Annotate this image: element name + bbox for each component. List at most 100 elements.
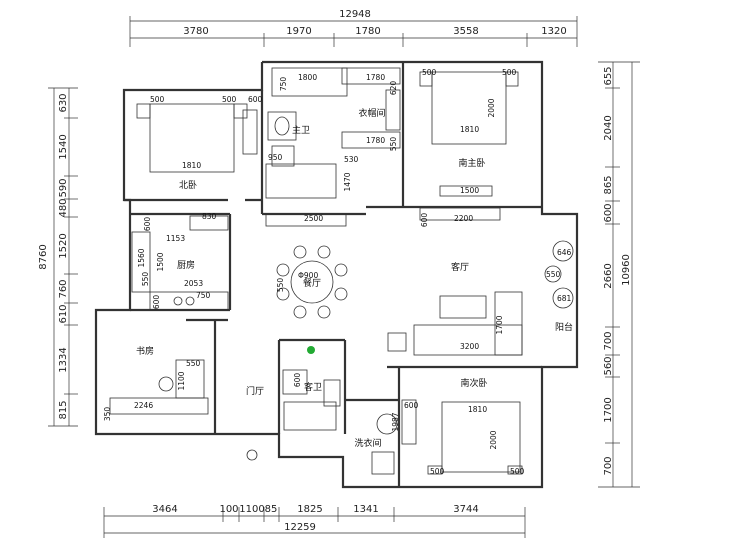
right-dim-6: 700 (603, 331, 614, 350)
bottom-dim-6: 1341 (353, 504, 378, 515)
top-dim-2: 1970 (286, 26, 311, 37)
second-bedroom-wardrobe (401, 399, 417, 445)
second-nightstand-right (507, 465, 523, 475)
master-bath-tub (271, 67, 348, 97)
room-label-guest-bath: 客卫 (304, 381, 322, 393)
north-bedroom-wardrobe (242, 109, 258, 155)
label-mb-1800: 1800 (298, 73, 317, 82)
top-dim-4: 3558 (453, 26, 478, 37)
top-total-dim: 12948 (339, 9, 371, 20)
label-ms-bed-l: 2000 (487, 98, 496, 117)
right-dim-7: 560 (603, 356, 614, 375)
closet-shelf-side (385, 89, 401, 131)
label-st-550: 550 (186, 359, 201, 368)
master-bedroom-bed (431, 71, 507, 145)
guest-bath-toilet (323, 379, 341, 407)
left-total-dim: 8760 (38, 244, 49, 269)
room-label-master-bath: 主卫 (292, 124, 310, 136)
label-gb-600: 600 (293, 373, 302, 388)
label-bal-a: 646 (557, 248, 572, 257)
balcony-table (544, 265, 562, 283)
study-desk (109, 397, 209, 415)
guest-bath-vanity (282, 369, 308, 395)
nightstand-left (136, 103, 151, 119)
bottom-dim-3: 1100 (239, 504, 264, 515)
label-st-2246: 2246 (134, 401, 153, 410)
room-labels: 北卧 主卫 衣帽间 南主卧 厨房 餐厅 客厅 阳台 书房 门厅 客卫 南次卧 洗… (136, 107, 573, 449)
label-cl-1780b: 1780 (366, 136, 385, 145)
plant-icon (307, 346, 315, 354)
study-chair (158, 376, 174, 392)
right-total-dim: 10960 (621, 254, 632, 286)
room-label-foyer: 门厅 (246, 385, 264, 397)
left-dim-9: 815 (58, 400, 69, 419)
entry-person-icon (246, 449, 258, 461)
label-mb-750: 750 (279, 77, 288, 92)
second-nightstand-left (427, 465, 443, 475)
label-hall-2200: 2200 (454, 214, 473, 223)
label-nb-600: 600 (248, 95, 263, 104)
label-st-1100: 1100 (177, 371, 186, 390)
guest-bath-shower (283, 401, 337, 431)
label-mb-950: 950 (268, 153, 283, 162)
room-label-balcony: 阳台 (555, 321, 573, 333)
right-dimensions: 10960 655 2040 865 600 2660 700 560 1700… (598, 61, 640, 488)
room-label-master-bedroom: 南主卧 (458, 157, 485, 169)
left-dim-6: 760 (58, 279, 69, 298)
dining-chair-2 (317, 245, 331, 259)
washing-machine (371, 451, 395, 475)
label-bal-c: 681 (557, 294, 572, 303)
top-dim-5: 1320 (541, 26, 566, 37)
stove-burner-1 (173, 296, 183, 306)
top-dim-1: 3780 (183, 26, 208, 37)
label-k-600a: 600 (143, 217, 152, 232)
label-nb-side-r: 500 (222, 95, 237, 104)
right-dim-3: 865 (603, 175, 614, 194)
bottom-total-dim: 12259 (284, 522, 316, 533)
stove-burner-2 (185, 296, 195, 306)
bottom-dim-4: 85 (265, 504, 278, 515)
room-label-closet: 衣帽间 (358, 107, 385, 119)
label-nb-side-l: 500 (150, 95, 165, 104)
kitchen-counter-bottom (149, 291, 229, 311)
label-mb-530: 530 (344, 155, 359, 164)
label-k-1560: 1560 (137, 248, 146, 267)
left-dimensions: 8760 630 1540 590 480 1520 760 610 1334 … (38, 87, 78, 427)
left-dim-1: 630 (58, 93, 69, 112)
label-k-550: 550 (141, 272, 150, 287)
label-cl-550: 550 (389, 137, 398, 152)
room-label-north-bedroom: 北卧 (179, 179, 197, 191)
left-dim-3: 590 (58, 178, 69, 197)
label-cl-620: 620 (389, 81, 398, 96)
top-dim-3: 1780 (355, 26, 380, 37)
label-ms-bed-w: 1810 (460, 125, 479, 134)
closet-shelf-bottom (341, 131, 401, 149)
room-label-laundry: 洗衣间 (354, 437, 381, 449)
bottom-dim-1: 3464 (152, 504, 177, 515)
dining-chair-1 (293, 245, 307, 259)
label-ms-500a: 500 (422, 68, 437, 77)
closet-shelf-top (341, 67, 401, 85)
label-liv-1700: 1700 (495, 315, 504, 334)
top-dimensions: 12948 3780 1970 1780 3558 1320 (129, 9, 578, 47)
bottom-dim-2: 100 (219, 504, 238, 515)
label-ld-600: 600 (404, 401, 419, 410)
label-ms-500b: 500 (502, 68, 517, 77)
nightstand-right (233, 103, 248, 119)
label-din-table: Φ900 (298, 271, 318, 280)
label-hall-2500: 2500 (304, 214, 323, 223)
right-dim-2: 2040 (603, 115, 614, 140)
label-sb-bed-w: 1810 (468, 405, 487, 414)
label-st-350: 350 (103, 407, 112, 422)
master-bath-toilet (271, 145, 295, 167)
dining-table (290, 260, 334, 304)
left-dim-5: 1520 (58, 233, 69, 258)
master-nightstand-left (419, 71, 433, 87)
label-liv-3200: 3200 (460, 342, 479, 351)
bottom-dimensions: 3464 100 1100 85 1825 1341 3744 12259 (103, 504, 526, 538)
room-label-study: 书房 (136, 345, 154, 357)
side-table (387, 332, 407, 352)
left-dim-8: 1334 (58, 347, 69, 372)
master-bath-vanity (267, 111, 297, 141)
label-din-chair: 550 (276, 278, 285, 293)
